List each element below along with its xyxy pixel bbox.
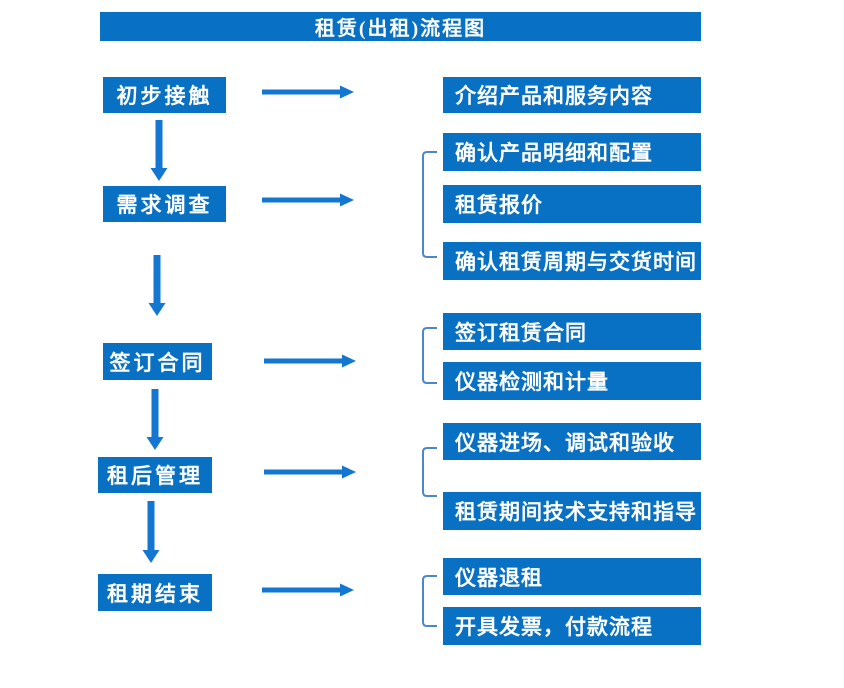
page-title: 租赁(出租)流程图 [100, 12, 701, 41]
detail-box-invoice-payment: 开具发票，付款流程 [443, 607, 701, 645]
step-box-lease-end: 租期结束 [98, 574, 212, 611]
right-arrow-4 [264, 465, 356, 479]
group-bracket-lease-end [422, 575, 437, 627]
group-bracket-post-rental [422, 447, 437, 497]
detail-box-confirm-period-delivery: 确认租赁周期与交货时间 [443, 242, 701, 280]
down-arrow-4 [142, 501, 160, 563]
step-box-sign-contract: 签订合同 [103, 343, 212, 380]
step-box-demand-survey: 需求调查 [103, 186, 226, 222]
group-bracket-sign-contract [422, 327, 437, 384]
detail-box-instrument-testing: 仪器检测和计量 [443, 362, 701, 400]
detail-box-tech-support: 租赁期间技术支持和指导 [443, 492, 701, 530]
down-arrow-2 [148, 255, 166, 316]
group-bracket-demand-survey [422, 151, 437, 258]
detail-box-intro-products: 介绍产品和服务内容 [443, 77, 701, 113]
detail-box-instrument-entry-acceptance: 仪器进场、调试和验收 [443, 423, 701, 460]
detail-box-instrument-return: 仪器退租 [443, 558, 701, 595]
detail-box-confirm-details-config: 确认产品明细和配置 [443, 133, 701, 171]
detail-box-rental-quote: 租赁报价 [443, 185, 701, 223]
right-arrow-2 [262, 193, 354, 207]
right-arrow-5 [262, 583, 354, 597]
right-arrow-3 [264, 354, 356, 368]
detail-box-sign-rental-contract: 签订租赁合同 [443, 313, 701, 350]
down-arrow-3 [146, 389, 164, 450]
step-box-post-rental-management: 租后管理 [98, 457, 212, 493]
step-box-initial-contact: 初步接触 [103, 77, 226, 113]
down-arrow-1 [150, 120, 168, 181]
right-arrow-1 [262, 85, 354, 99]
